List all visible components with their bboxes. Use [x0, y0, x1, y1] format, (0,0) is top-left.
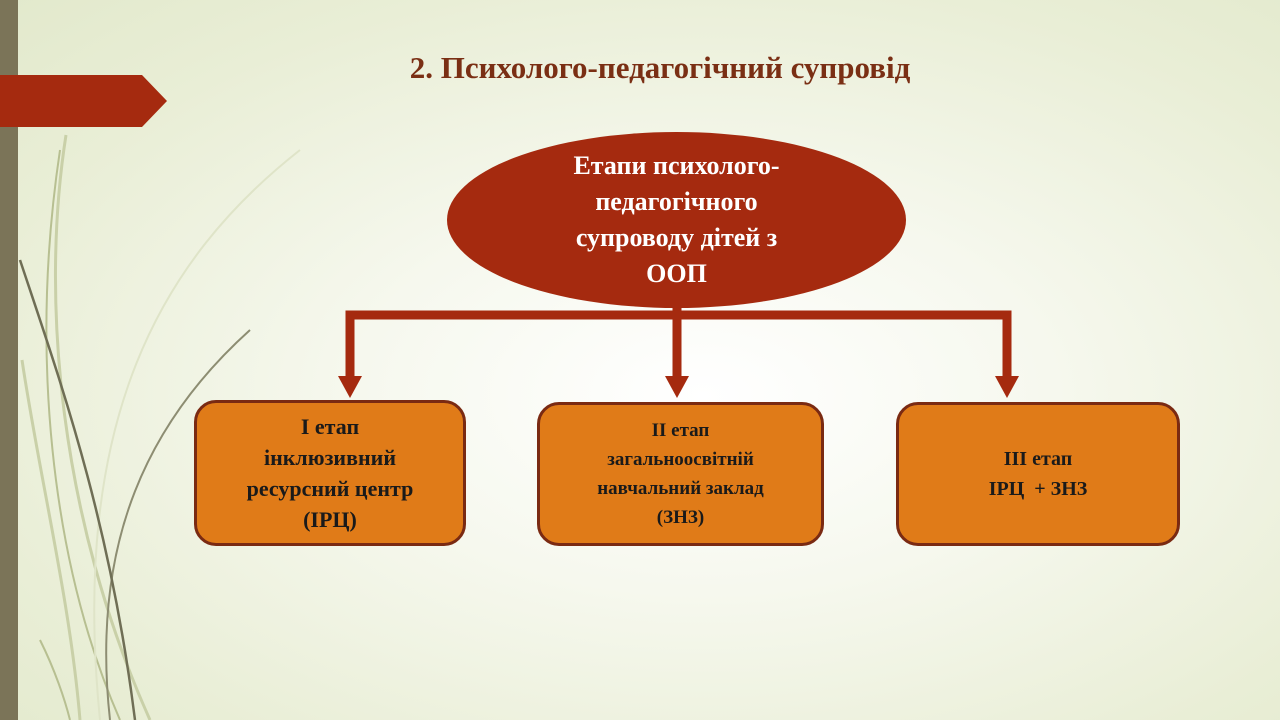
center-line: педагогічного — [595, 187, 758, 216]
stage-3-box: ІІІ етап ІРЦ + ЗНЗ — [896, 402, 1180, 546]
stage-2-line: загальноосвітній — [607, 449, 754, 470]
stage-1-line: І етап — [300, 414, 360, 439]
stage-2-line: навчальний заклад — [597, 478, 764, 499]
page-title: 2. Психолого-педагогічний супровід — [409, 50, 911, 85]
arrow-down-icon — [665, 376, 689, 398]
stage-2-line: (ЗНЗ) — [656, 507, 705, 528]
center-line: Етапи психолого- — [573, 151, 780, 180]
stage-1-line: інклюзивний — [263, 445, 397, 470]
left-accent-bar — [0, 0, 18, 720]
stage-2-line: ІІ етап — [651, 420, 710, 441]
center-line: ООП — [646, 259, 707, 288]
stage-1-box: І етап інклюзивний ресурсний центр (ІРЦ) — [194, 400, 466, 546]
stage-2-box: ІІ етап загальноосвітній навчальний закл… — [537, 402, 824, 546]
center-line: супроводу дітей з — [575, 223, 778, 252]
center-ellipse: Етапи психолого- педагогічного супроводу… — [447, 132, 906, 308]
center-ellipse-label: Етапи психолого- педагогічного супроводу… — [537, 148, 817, 292]
stage-1-line: (ІРЦ) — [303, 507, 357, 532]
arrow-down-icon — [338, 376, 362, 398]
decorative-curves — [18, 134, 301, 720]
stage-3-line: ІІІ етап — [1003, 448, 1073, 470]
stage-3-line: ІРЦ + ЗНЗ — [988, 478, 1088, 500]
title-arrow-icon — [0, 75, 167, 127]
stage-1-line: ресурсний центр — [246, 476, 414, 501]
arrow-down-icon — [995, 376, 1019, 398]
